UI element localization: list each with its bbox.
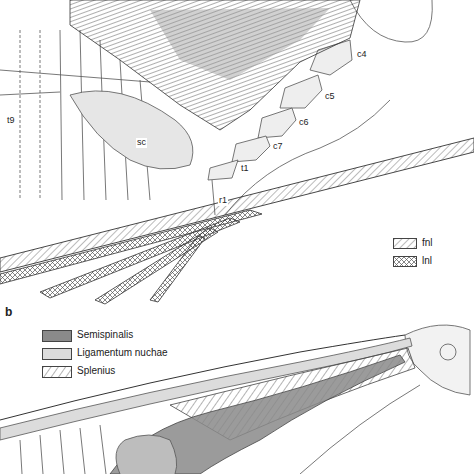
hatch-sample	[394, 239, 416, 248]
legend-text: Splenius	[77, 365, 115, 376]
legend-swatch	[42, 366, 72, 378]
vertebra-label: t9	[6, 116, 16, 126]
vertebra-label: c7	[272, 142, 284, 152]
hatch-sample	[43, 367, 71, 377]
bone-label: sc	[136, 138, 147, 148]
vertebra-label: c6	[298, 118, 310, 128]
vertebra-label: c5	[324, 92, 336, 102]
legend-text: Ligamentum nuchae	[77, 347, 168, 358]
legend-text: fnl	[422, 237, 433, 248]
hatch-sample	[394, 257, 416, 266]
rib-label: r1	[218, 196, 228, 206]
legend-swatch	[42, 348, 72, 360]
legend-swatch	[393, 256, 417, 267]
legend-text: lnl	[422, 255, 432, 266]
vertebra-label: t1	[240, 164, 250, 174]
legend-swatch	[393, 238, 417, 249]
legend-text: Semispinalis	[77, 329, 133, 340]
legend-swatch	[42, 330, 72, 342]
panel-letter: b	[4, 306, 13, 319]
vertebra-label: c4	[356, 50, 368, 60]
